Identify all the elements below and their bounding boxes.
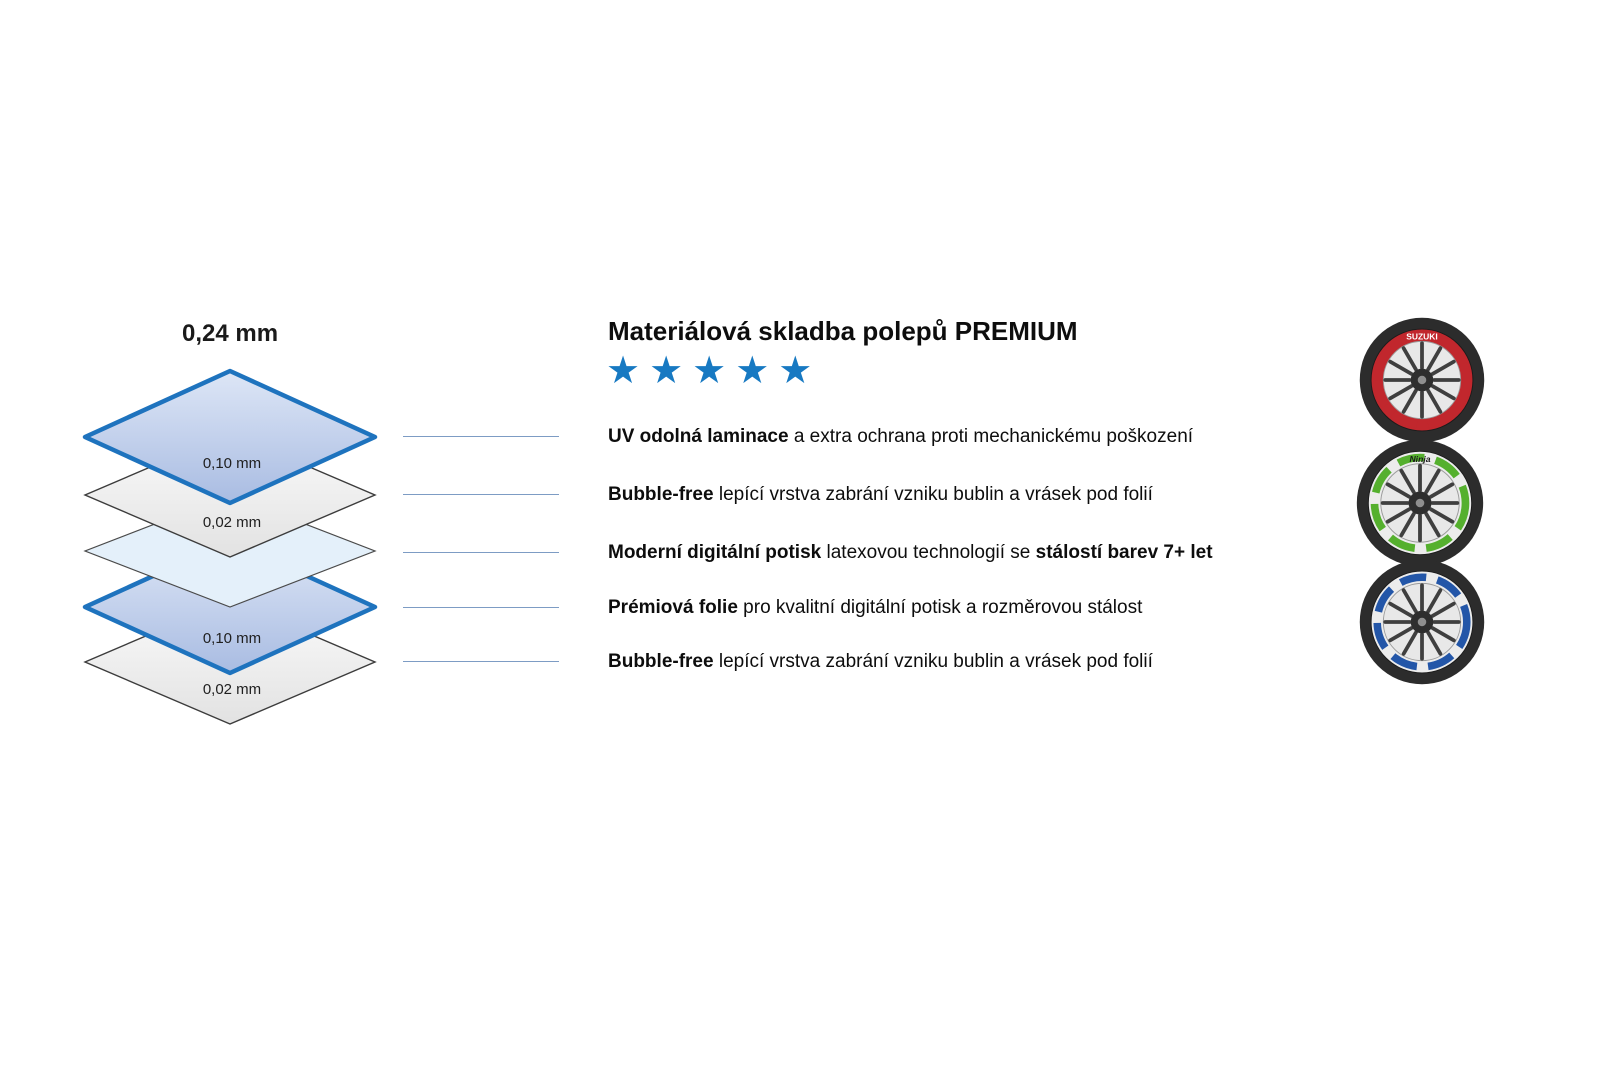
feature-uv-lamination: UV odolná laminace a extra ochrana proti… (608, 424, 1193, 449)
layer-uv-laminate (82, 368, 378, 506)
feature-bold-text: Prémiová folie (608, 597, 738, 618)
five-star-rating: ★★★★★ (606, 350, 822, 392)
feature-bubble-free-bottom: Bubble-free lepící vrstva zabrání vzniku… (608, 649, 1153, 674)
rim-stripe (1373, 331, 1471, 429)
axle (1417, 375, 1427, 385)
feature-text: pro kvalitní digitální potisk a rozměrov… (737, 597, 1143, 618)
rim-stripe (1370, 453, 1470, 553)
feature-bold2-text: stálostí barev 7+ let (1035, 542, 1213, 563)
feature-text: lepící vrstva zabrání vzniku bublin a vr… (713, 484, 1153, 505)
axle (1415, 498, 1425, 508)
layer-stack-graphic (82, 368, 378, 725)
feature-bold-text: UV odolná laminace (608, 426, 789, 447)
page-title: Materiálová skladba polepů PREMIUM (608, 316, 1078, 346)
connector-line-5 (403, 661, 559, 662)
feature-text: lepící vrstva zabrání vzniku bublin a vr… (713, 651, 1153, 672)
wheel-brand-text: SUZUKI (1406, 331, 1438, 341)
layer-thickness-label-1: 0,10 mm (202, 455, 262, 472)
feature-premium-foil: Prémiová folie pro kvalitní digitální po… (608, 595, 1142, 620)
layer-thickness-label-2: 0,02 mm (202, 514, 262, 531)
total-thickness-label: 0,24 mm (181, 320, 279, 347)
feature-digital-print: Moderní digitální potisk latexovou techn… (608, 540, 1213, 565)
axle (1417, 617, 1427, 627)
feature-text: latexovou technologií se (821, 542, 1036, 563)
connector-line-2 (403, 494, 559, 495)
wheel-image-kawasaki-green: Ninja (1356, 439, 1484, 567)
rim-stripe (1373, 573, 1471, 671)
connector-line-3 (403, 552, 559, 553)
feature-bubble-free-top: Bubble-free lepící vrstva zabrání vzniku… (608, 482, 1153, 507)
layer-thickness-label-4: 0,02 mm (202, 681, 262, 698)
feature-text: a extra ochrana proti mechanickému poško… (788, 426, 1194, 447)
wheel-image-suzuki-red: SUZUKI (1359, 317, 1485, 443)
wheel-brand-text: Ninja (1409, 454, 1430, 464)
connector-line-4 (403, 607, 559, 608)
feature-bold-text: Bubble-free (608, 651, 714, 672)
feature-bold-text: Bubble-free (608, 484, 714, 505)
layer-thickness-label-3: 0,10 mm (202, 630, 262, 647)
connector-line-1 (403, 436, 559, 437)
feature-bold-text: Moderní digitální potisk (608, 542, 822, 563)
wheel-image-blue-white (1359, 559, 1485, 685)
